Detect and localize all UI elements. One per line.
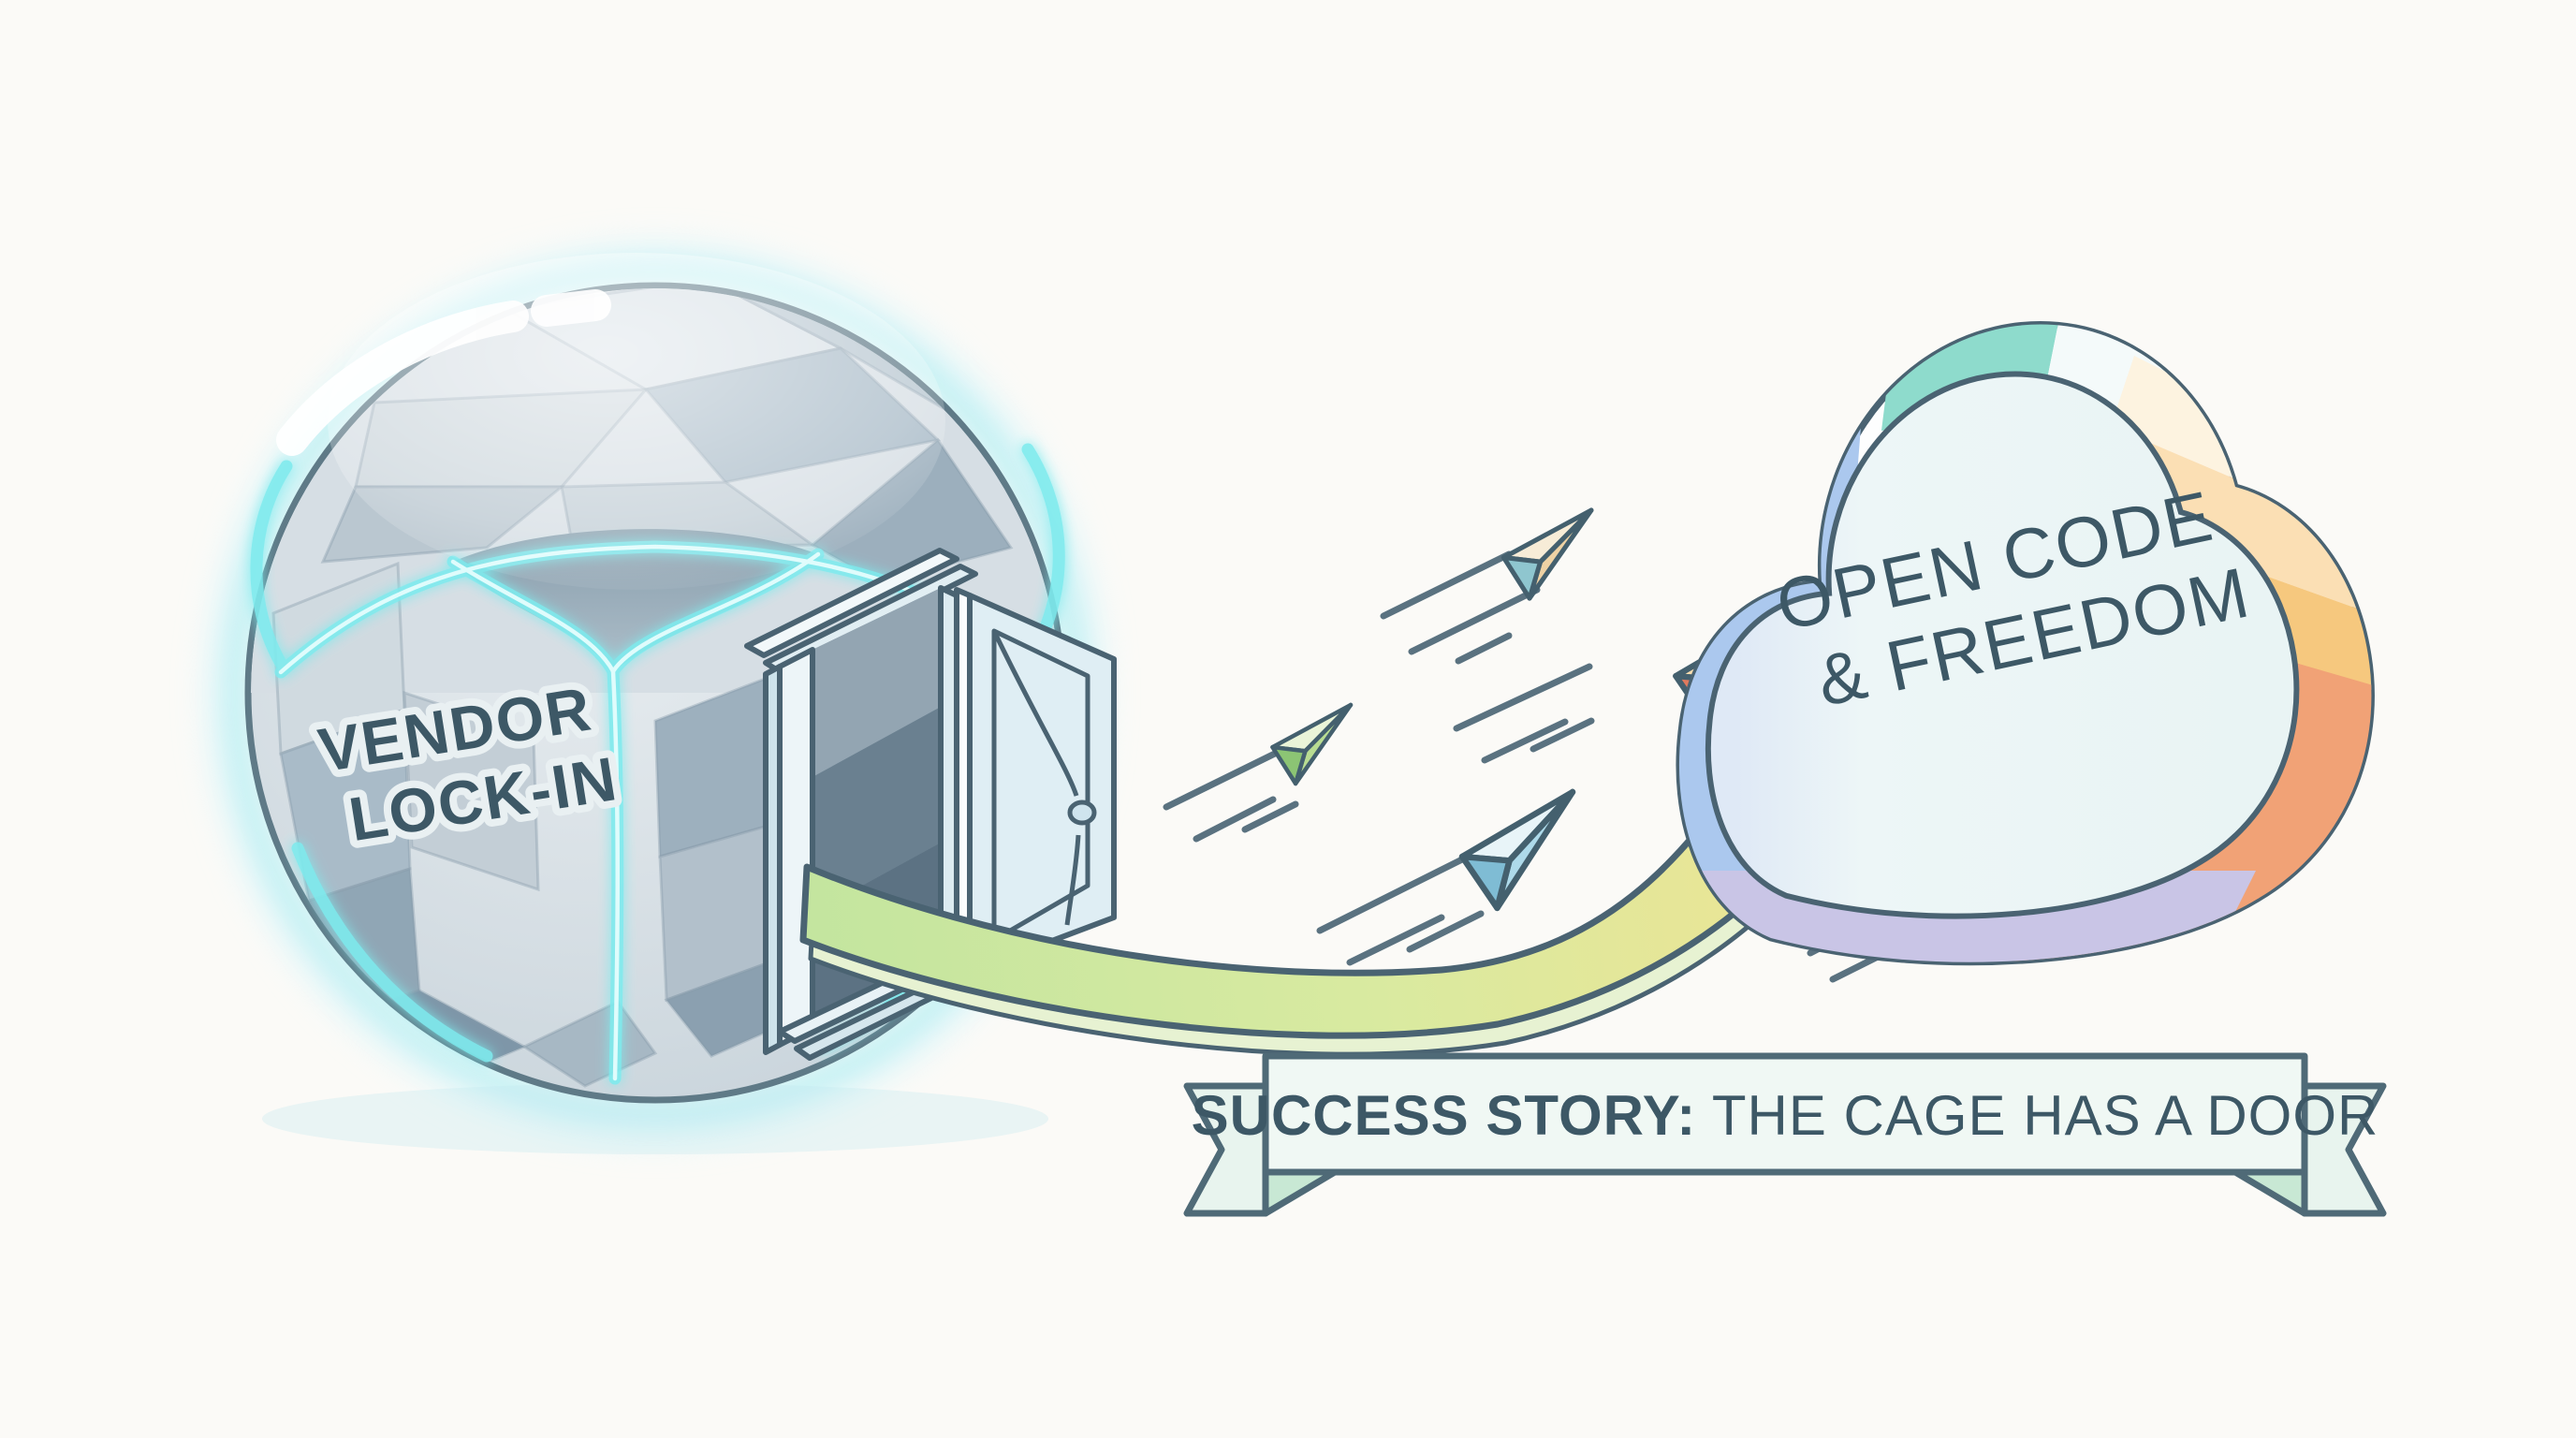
speed-lines-plane-orange — [1453, 663, 1595, 764]
sphere-shadow — [262, 1083, 1048, 1154]
door-leaf-panel — [991, 628, 1090, 943]
cloud-front-face — [1705, 371, 2300, 919]
sphere-highlight-swoosh — [276, 289, 611, 456]
doorway-interior-mid — [812, 707, 941, 913]
banner-body — [1262, 1052, 2308, 1176]
door-leaf — [967, 593, 1117, 975]
sphere-sheen — [328, 253, 945, 590]
door-lintel-top — [744, 548, 959, 658]
door-leaf-crease — [991, 629, 1079, 797]
paper-plane-green — [1270, 702, 1354, 786]
success-banner: SUCCESS STORY: THE CAGE HAS A DOOR — [1183, 1052, 2387, 1217]
banner-text-bold: SUCCESS STORY: — [1192, 1084, 1697, 1147]
speed-lines-plane-blue — [1316, 850, 1485, 966]
door-leaf-crease-lower — [1064, 834, 1081, 926]
banner-text: SUCCESS STORY: THE CAGE HAS A DOOR — [1192, 1084, 2379, 1147]
doorway-interior-upper — [812, 588, 941, 777]
banner-text-regular: THE CAGE HAS A DOOR — [1696, 1084, 2378, 1147]
door-knob — [1067, 800, 1097, 826]
paper-plane-tan — [1500, 507, 1594, 601]
speed-lines-plane-tan — [1380, 550, 1541, 665]
speed-lines-plane-green — [1163, 745, 1299, 843]
door-left-jamb — [777, 647, 815, 1048]
paper-plane-blue — [1458, 788, 1576, 912]
